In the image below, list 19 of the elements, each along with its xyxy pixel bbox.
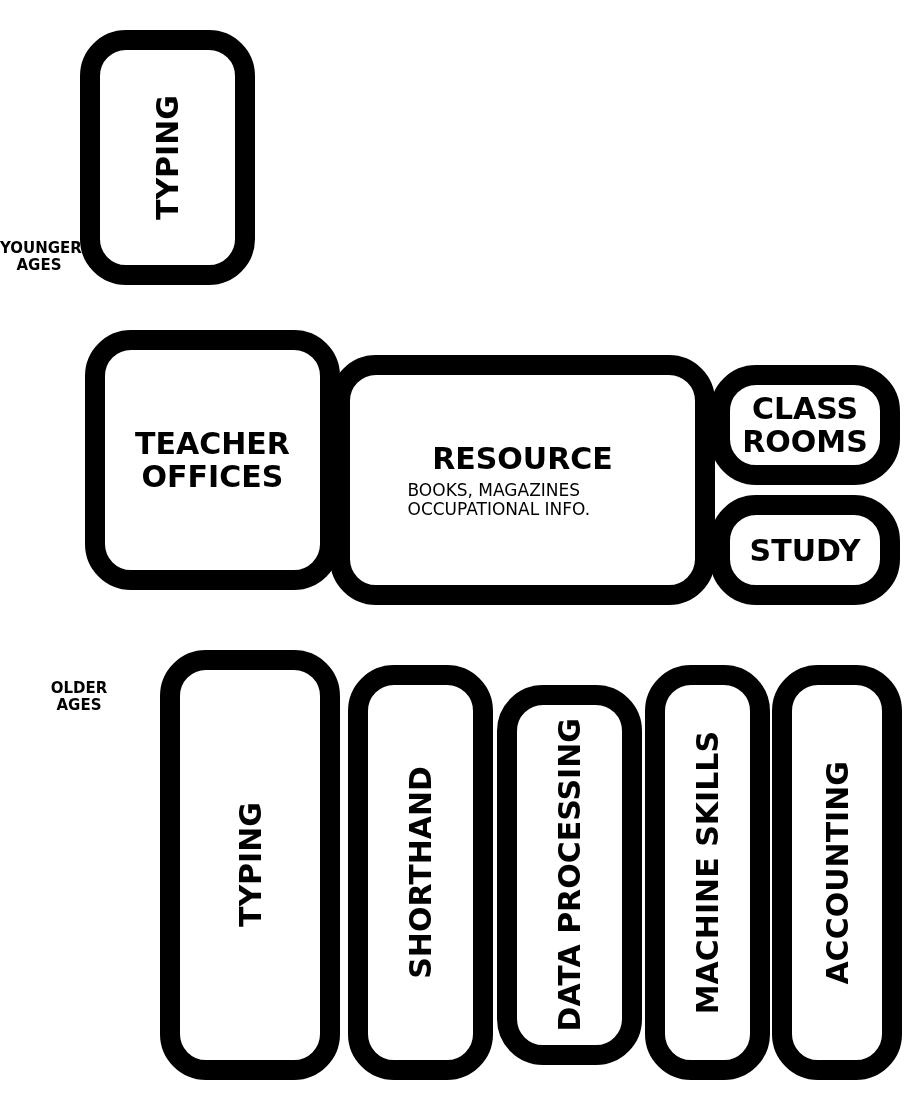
space-bubble	[160, 650, 340, 1080]
space-label: RESOURCE	[432, 441, 613, 475]
space-bubble	[497, 685, 642, 1065]
space-bubble	[645, 665, 770, 1080]
space-label: SHORTHAND	[404, 766, 437, 979]
space-description: BOOKS, MAGAZINES OCCUPATIONAL INFO.	[407, 480, 592, 519]
space-bubble	[710, 495, 900, 605]
space-label: CLASS ROOMS	[741, 392, 869, 458]
space-bubble	[80, 30, 255, 285]
space-label: DATA PROCESSING	[553, 718, 586, 1032]
space-label: MACHINE SKILLS	[691, 730, 724, 1015]
space-label: STUDY	[749, 533, 861, 567]
space-label: TYPING	[151, 94, 184, 221]
age-group-label: OLDER AGES	[49, 680, 109, 713]
space-bubble	[348, 665, 493, 1080]
space-label: ACCOUNTING	[820, 760, 854, 985]
space-bubble	[772, 665, 902, 1080]
space-label: TEACHER OFFICES	[134, 427, 291, 493]
space-label: TYPING	[233, 802, 267, 928]
